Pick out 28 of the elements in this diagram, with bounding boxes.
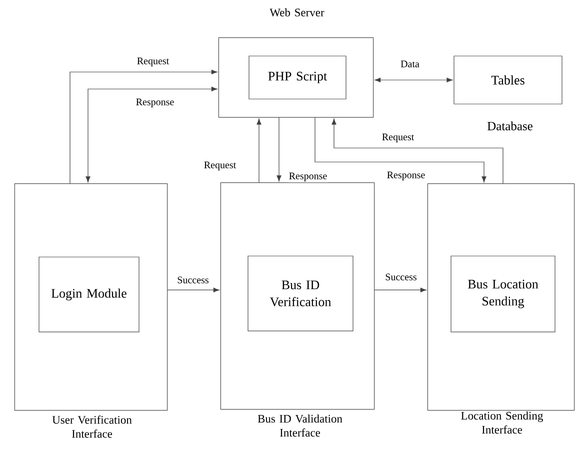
edge-label: Data bbox=[400, 60, 420, 68]
arrow bbox=[374, 78, 453, 82]
edge-label: Request bbox=[382, 134, 414, 142]
table-box: Tables bbox=[454, 56, 562, 104]
box-caption: Database bbox=[487, 122, 532, 130]
box-heading: Web Server bbox=[270, 8, 324, 16]
arrow bbox=[256, 118, 262, 183]
module-box: Bus ID Verification bbox=[248, 256, 354, 332]
box-heading: Bus ID Validation Interface bbox=[258, 414, 342, 437]
module-box: Login Module bbox=[38, 256, 140, 332]
edge-label: Response bbox=[289, 172, 327, 182]
arrow bbox=[86, 86, 218, 182]
box-heading: Location Sending Interface bbox=[461, 412, 543, 434]
edge-label: Request bbox=[137, 58, 170, 66]
edge-label: Response bbox=[136, 98, 174, 108]
edge-label: Request bbox=[204, 162, 236, 170]
arrow bbox=[374, 288, 426, 292]
arrow bbox=[332, 118, 504, 184]
edge-label: Success bbox=[178, 276, 208, 284]
box-heading: User Verification Interface bbox=[52, 416, 132, 438]
arrow bbox=[276, 117, 282, 182]
module-box: PHP Script bbox=[248, 56, 346, 100]
module-box: Bus Location Sending bbox=[450, 256, 556, 332]
edge-label: Success bbox=[386, 274, 416, 280]
edge-label: Response bbox=[387, 172, 425, 180]
arrow bbox=[70, 70, 218, 184]
arrow bbox=[167, 288, 220, 292]
arrow bbox=[314, 117, 486, 182]
